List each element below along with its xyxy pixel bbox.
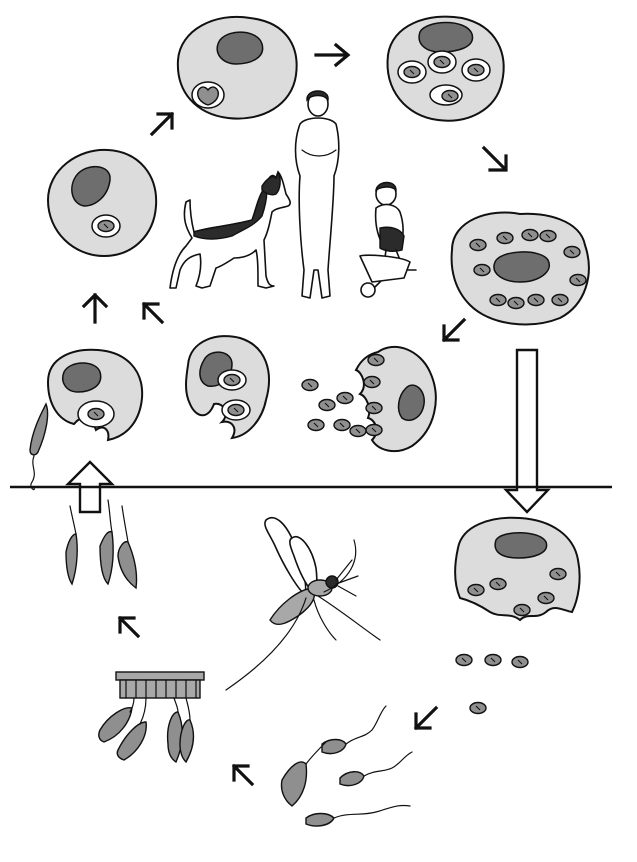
- cycle-arrow-icon: [234, 766, 252, 784]
- cycle-arrow-icon: [120, 618, 138, 636]
- midgut-attached-promastigotes: [99, 672, 204, 762]
- metacyclic-promastigotes: [66, 500, 137, 588]
- cycle-arrow-icon: [416, 708, 436, 728]
- ingested-infected-macrophage: [455, 518, 579, 620]
- sand-fly-vector: [226, 518, 380, 690]
- dog-host: [170, 172, 290, 288]
- macrophage-rupture: [302, 347, 436, 451]
- procyclic-promastigotes: [281, 706, 412, 826]
- macrophage-dividing-amastigotes: [388, 17, 504, 121]
- cycle-arrow-icon: [84, 295, 106, 322]
- free-amastigotes-vector: [456, 655, 528, 714]
- cycle-arrow-icon: [152, 114, 172, 134]
- human-adult-host: [296, 91, 339, 298]
- child-host: [360, 183, 416, 298]
- cycle-arrow-icon: [144, 304, 162, 322]
- macrophage-single-amastigote: [48, 150, 156, 256]
- macrophage-phagocytosis: [186, 336, 269, 438]
- cycle-arrow-icon: [484, 148, 506, 170]
- macrophage-packed-amastigotes: [452, 213, 589, 325]
- macrophage-early-vacuole: [178, 17, 297, 119]
- cycle-arrow-icon: [444, 320, 464, 340]
- cycle-arrow-icon: [316, 45, 348, 65]
